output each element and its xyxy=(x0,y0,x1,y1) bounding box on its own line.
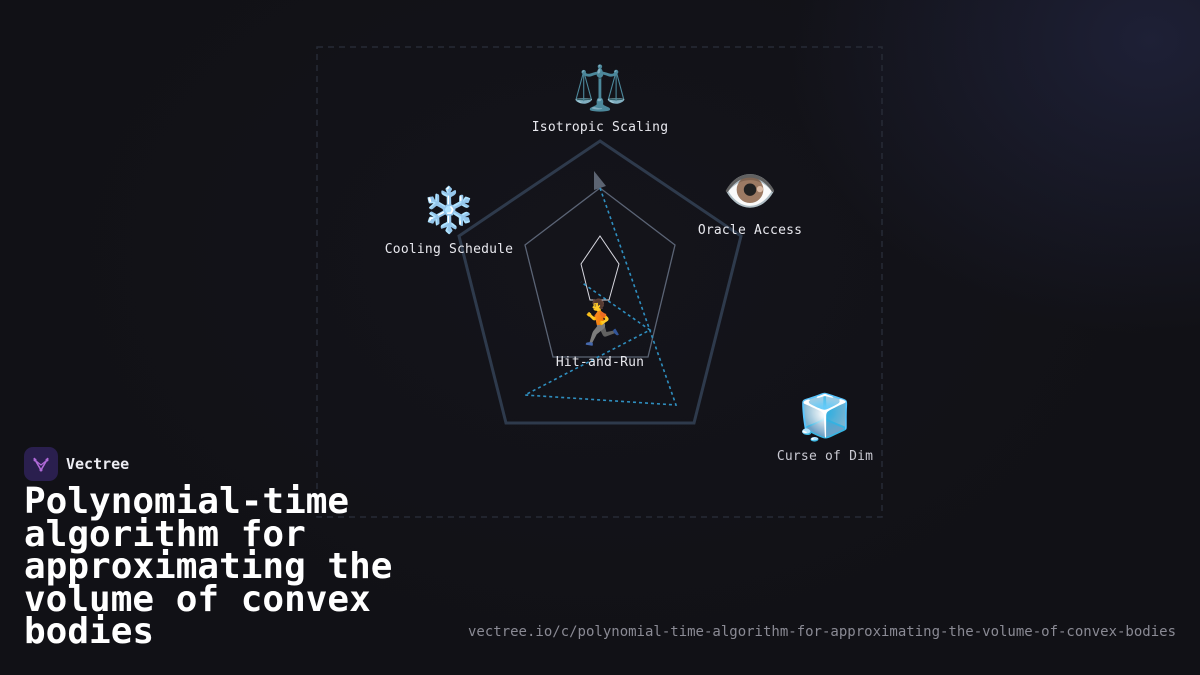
brand: Vectree xyxy=(24,447,129,481)
page-url[interactable]: vectree.io/c/polynomial-time-algorithm-f… xyxy=(467,624,1176,640)
vectree-logo-icon xyxy=(24,447,58,481)
walk-start-marker xyxy=(594,171,606,190)
node-label-curse-of-dim: Curse of Dim xyxy=(776,449,874,464)
node-label-cooling-schedule: Cooling Schedule xyxy=(384,242,514,257)
node-hit-and-run: 🏃 Hit-and-Run xyxy=(555,298,645,371)
page-title: Polynomial-time algorithm for approximat… xyxy=(24,481,393,652)
eye-icon: 👁️ xyxy=(722,166,778,217)
middle-pentagon xyxy=(524,187,676,358)
node-isotropic-scaling: ⚖️ Isotropic Scaling xyxy=(531,63,669,136)
node-label-hit-and-run: Hit-and-Run xyxy=(555,355,645,370)
outer-pentagon xyxy=(457,139,743,425)
balance-scale-icon: ⚖️ xyxy=(572,63,628,114)
runner-icon: 🏃 xyxy=(572,298,628,349)
random-walk-path xyxy=(522,187,678,406)
snowflake-icon: ❄️ xyxy=(421,185,477,236)
node-cooling-schedule: ❄️ Cooling Schedule xyxy=(384,185,514,258)
node-label-isotropic-scaling: Isotropic Scaling xyxy=(531,120,669,135)
node-oracle-access: 👁️ Oracle Access xyxy=(697,166,803,239)
inner-pentagon xyxy=(580,235,620,301)
brand-name: Vectree xyxy=(66,455,130,473)
vectree-mark-icon xyxy=(33,457,49,472)
node-label-oracle-access: Oracle Access xyxy=(697,223,803,238)
node-curse-of-dim: 🧊 Curse of Dim xyxy=(776,392,874,465)
ice-cube-icon: 🧊 xyxy=(797,392,853,443)
